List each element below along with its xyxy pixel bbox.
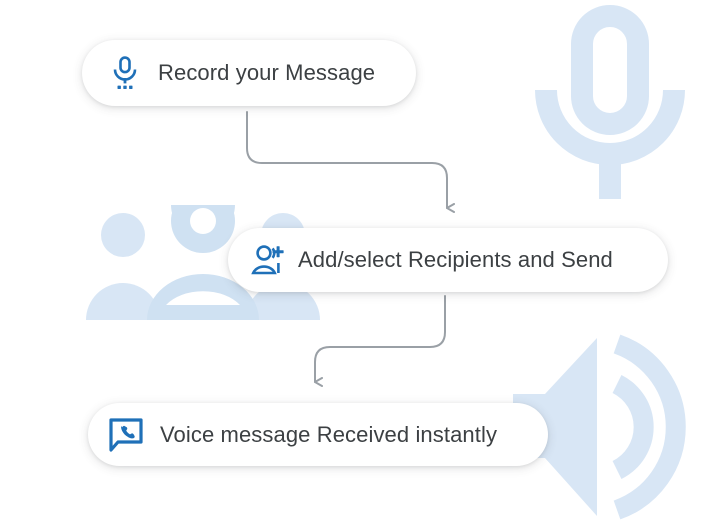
step-label: Add/select Recipients and Send: [298, 247, 613, 272]
microphone-watermark-icon: [520, 4, 700, 199]
step-record-your-message[interactable]: Record your Message: [82, 40, 416, 106]
step-add-select-recipients-and-send[interactable]: Add/select Recipients and Send: [228, 228, 668, 292]
person-add-icon: [250, 244, 288, 276]
step-voice-message-received-instantly[interactable]: Voice message Received instantly: [88, 403, 548, 466]
step-label: Voice message Received instantly: [160, 421, 498, 447]
voice-message-bubble-icon: [106, 417, 146, 453]
step-label: Record your Message: [158, 60, 376, 85]
connector-record-to-recipients: [246, 111, 455, 213]
connector-recipients-to-received: [314, 295, 446, 387]
microphone-icon: [110, 56, 140, 90]
